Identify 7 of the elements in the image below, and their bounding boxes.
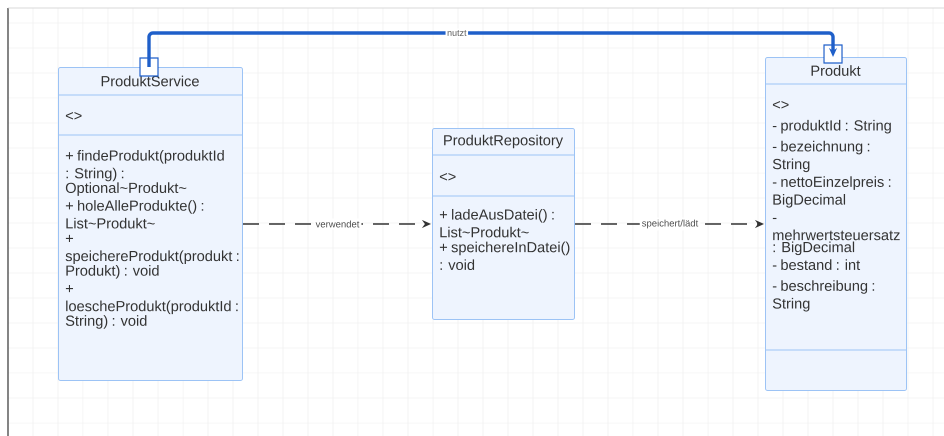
- connector: [147, 31, 838, 67]
- class-box: ProduktService <> + findeProdukt(produktId : String) : Optional~Produkt~ + holeAlleProdukte() : List~Produkt~ + speichereProdukt(produkt : Produkt) : void + loescheProdukt(produktId : String) : void: [58, 67, 243, 381]
- class-box: Produkt <> - produktId : String - bezeichnung : String - nettoEinzelpreis : BigDecimal - mehrwertsteuersatz : BigDecimal - bestand : int - beschreibung : String: [764, 57, 908, 391]
- class-box: ProduktRepository <> + ladeAusDatei() : List~Produkt~ + speichereInDatei() : void: [432, 128, 575, 320]
- edge-label: speichert/lädt: [640, 218, 700, 230]
- edge-label: nutzt: [446, 28, 468, 38]
- edge-label: verwendet: [314, 218, 362, 230]
